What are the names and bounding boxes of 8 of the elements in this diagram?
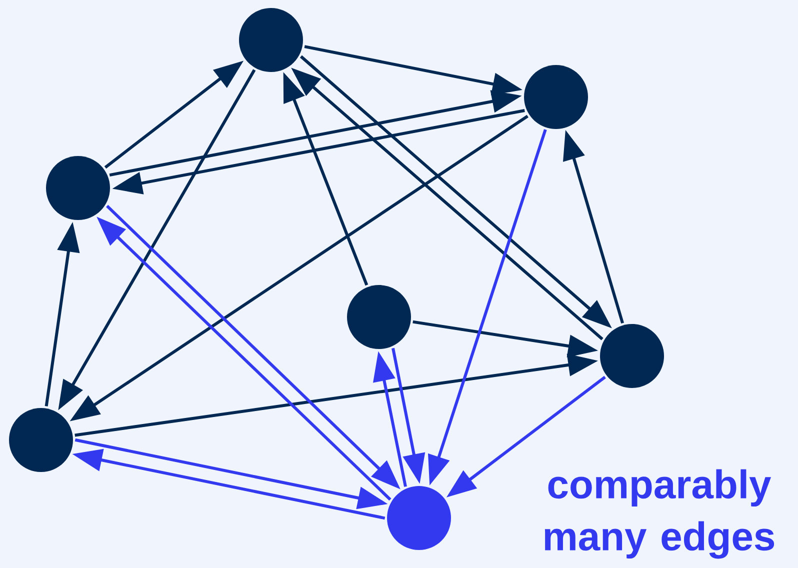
graph-node bbox=[387, 486, 451, 550]
graph-node bbox=[9, 408, 73, 472]
graph-node bbox=[347, 285, 411, 349]
graph-node bbox=[600, 324, 664, 388]
graph-node bbox=[524, 65, 588, 129]
graph-node bbox=[239, 8, 303, 72]
graph-node bbox=[46, 156, 110, 220]
annotation-text: comparably many edges bbox=[544, 469, 774, 559]
